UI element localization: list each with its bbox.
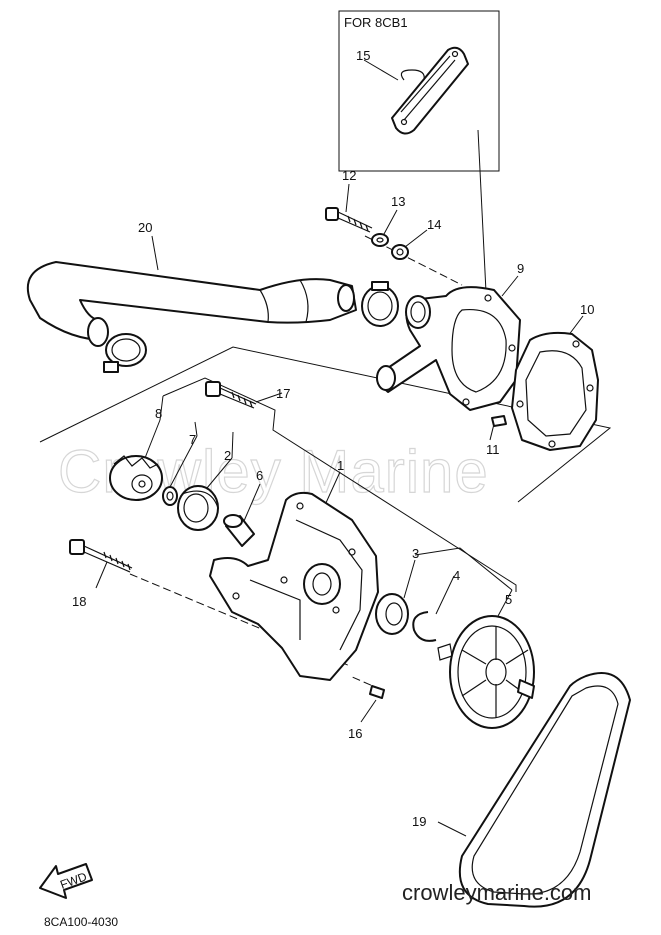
part-12-bolt[interactable] xyxy=(325,207,373,233)
callout-8: 8 xyxy=(155,406,162,421)
part-18-bolt[interactable] xyxy=(69,539,133,573)
callout-4: 4 xyxy=(453,568,460,583)
part-10-gasket[interactable] xyxy=(511,331,599,451)
part-7-washer[interactable] xyxy=(162,486,178,506)
callout-14: 14 xyxy=(427,217,441,232)
part-15-cover-plate[interactable] xyxy=(391,46,469,135)
fwd-arrow-icon: FWD xyxy=(39,863,93,899)
site-text: crowleymarine.com xyxy=(402,880,592,905)
part-16-dowel-pin[interactable] xyxy=(369,685,385,699)
leader-lines xyxy=(39,59,612,837)
callout-20: 20 xyxy=(138,220,152,235)
callout-17: 17 xyxy=(276,386,290,401)
callout-labels: 15 12 13 14 20 9 10 17 8 7 2 6 1 11 18 3… xyxy=(72,48,594,829)
part-20-hose[interactable] xyxy=(26,261,357,347)
callout-13: 13 xyxy=(391,194,405,209)
part-5-pulley[interactable] xyxy=(437,615,535,729)
part-11-dowel-pin[interactable] xyxy=(491,415,507,427)
callout-15: 15 xyxy=(356,48,370,63)
callout-12: 12 xyxy=(342,168,356,183)
inset-box: FOR 8CB1 xyxy=(338,10,500,172)
part-2-oil-seal[interactable] xyxy=(177,485,219,531)
part-14-washer[interactable] xyxy=(391,244,409,260)
hose-clamp-left[interactable] xyxy=(103,333,147,373)
part-17-bolt[interactable] xyxy=(205,381,257,409)
callout-16: 16 xyxy=(348,726,362,741)
hose-clamp-right[interactable] xyxy=(361,281,399,327)
callout-1: 1 xyxy=(337,458,344,473)
part-13-lock-washer[interactable] xyxy=(371,233,389,247)
callout-18: 18 xyxy=(72,594,86,609)
part-8-impeller[interactable] xyxy=(109,455,163,501)
callout-6: 6 xyxy=(256,468,263,483)
callout-2: 2 xyxy=(224,448,231,463)
callout-9: 9 xyxy=(517,261,524,276)
part-9-pump-cover[interactable] xyxy=(376,286,521,411)
callout-11: 11 xyxy=(486,442,500,457)
callout-10: 10 xyxy=(580,302,594,317)
callout-19: 19 xyxy=(412,814,426,829)
inset-box-label: FOR 8CB1 xyxy=(344,15,408,30)
part-1-pump-housing[interactable] xyxy=(209,491,379,681)
part-6-collar[interactable] xyxy=(223,514,255,547)
part-4-circlip[interactable] xyxy=(412,611,437,642)
callout-3: 3 xyxy=(412,546,419,561)
callout-7: 7 xyxy=(189,432,196,447)
part-3-bearing[interactable] xyxy=(375,593,409,635)
callout-5: 5 xyxy=(505,592,512,607)
part-19-belt[interactable] xyxy=(458,672,631,908)
diagram-code: 8CA100-4030 xyxy=(44,915,118,929)
